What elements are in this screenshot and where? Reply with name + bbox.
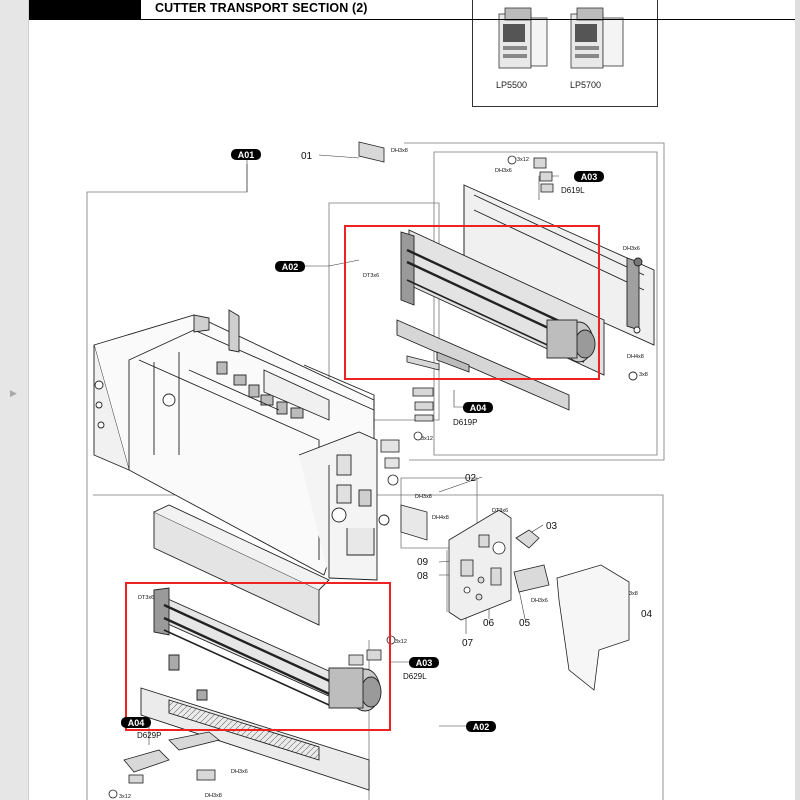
upper-cutter-unit <box>396 184 655 411</box>
screw-dh4x8-a: DH4x8 <box>627 354 644 360</box>
part-02-label: 02 <box>465 473 477 484</box>
manual-page: CUTTER TRANSPORT SECTION (2) LP5500 LP5 <box>28 0 795 800</box>
model-applicability-box: LP5500 LP5700 <box>472 0 658 107</box>
section-title: CUTTER TRANSPORT SECTION (2) <box>155 1 368 15</box>
screw-dh3x6-d: DH3x6 <box>231 769 248 775</box>
label-a03-lower: A03 <box>416 658 433 668</box>
printer-lp5500-icon <box>498 7 548 69</box>
screw-dh3x8-b: DH3x8 <box>415 494 432 500</box>
screw-dh3x8-c: DH3x8 <box>205 793 222 799</box>
upper-a03-parts <box>358 141 554 193</box>
label-a02-upper: A02 <box>282 262 299 272</box>
screw-3x8-b: 3x8 <box>629 591 638 597</box>
label-a04-lower: A04 <box>128 718 145 728</box>
screw-3x12-d: 3x12 <box>119 794 131 800</box>
side-plate-parts <box>448 509 630 691</box>
model-label-lp5700: LP5700 <box>570 80 602 90</box>
screw-dh3x6-b: DH3x6 <box>623 246 640 252</box>
screw-3x8-a: 3x8 <box>639 372 648 378</box>
code-d619l: D619L <box>561 186 585 195</box>
part-07-label: 07 <box>462 638 474 649</box>
screw-3x12-b: 3x12 <box>421 436 433 442</box>
screw-spec-labels: DH3x8 3x12 DH3x6 DH3x6 DT3x6 DH4x8 3x8 3… <box>119 148 648 800</box>
printer-lp5700-icon <box>570 7 624 69</box>
catalog-code-labels: D619L D619P D629L D629P <box>137 186 585 740</box>
screw-dh3x8-a: DH3x8 <box>391 148 408 154</box>
label-a01: A01 <box>238 150 255 160</box>
scrollbar-track[interactable] <box>794 0 800 800</box>
expand-panel-icon[interactable]: ▶ <box>10 388 17 398</box>
part-09-label: 09 <box>417 557 429 568</box>
lower-highlight-box <box>125 582 391 731</box>
viewer-side-panel: ▶ <box>0 0 27 800</box>
model-label-lp5500: LP5500 <box>496 80 528 90</box>
lower-a04-parts <box>108 731 220 799</box>
printer-icons <box>498 7 624 69</box>
lower-a03-parts <box>348 635 396 666</box>
part-01-label: 01 <box>301 151 313 162</box>
screw-3x12-c: 3x12 <box>395 639 407 645</box>
section-tab <box>29 0 141 19</box>
code-d619p: D619P <box>453 418 477 427</box>
screw-3x12-a: 3x12 <box>517 157 529 163</box>
part-06-label: 06 <box>483 618 495 629</box>
screw-dh4x8-b: DH4x8 <box>432 515 449 521</box>
code-d629p: D629P <box>137 731 161 740</box>
frame-side-brackets <box>380 439 400 486</box>
main-frame-assembly <box>93 309 390 581</box>
screw-dh3x6-c: DH3x6 <box>531 598 548 604</box>
screw-dt3x6-c: DT3x6 <box>138 595 154 601</box>
label-a03-upper: A03 <box>581 172 598 182</box>
exploded-parts-diagram: A01 A02 A03 A04 A03 A04 A02 01 02 03 04 … <box>86 141 665 800</box>
header-rule <box>29 19 795 20</box>
code-d629l: D629L <box>403 672 427 681</box>
part-05-label: 05 <box>519 618 531 629</box>
screw-dt3x6-a: DT3x6 <box>363 273 379 279</box>
assembly-labels: A01 A02 A03 A04 A03 A04 A02 <box>121 149 604 732</box>
screw-dt3x6-b: DT3x6 <box>492 508 508 514</box>
upper-highlight-box <box>344 225 600 380</box>
part-02-bracket <box>400 504 428 541</box>
part-number-labels: 01 02 03 04 05 06 07 08 09 <box>301 151 653 649</box>
part-03-label: 03 <box>546 521 558 532</box>
label-a04-upper: A04 <box>470 403 487 413</box>
screw-dh3x6-a: DH3x6 <box>495 168 512 174</box>
upper-a04-parts <box>406 355 440 441</box>
label-a02-lower: A02 <box>473 722 490 732</box>
part-04-label: 04 <box>641 609 653 620</box>
part-08-label: 08 <box>417 571 429 582</box>
lower-cutter-unit <box>140 504 382 791</box>
